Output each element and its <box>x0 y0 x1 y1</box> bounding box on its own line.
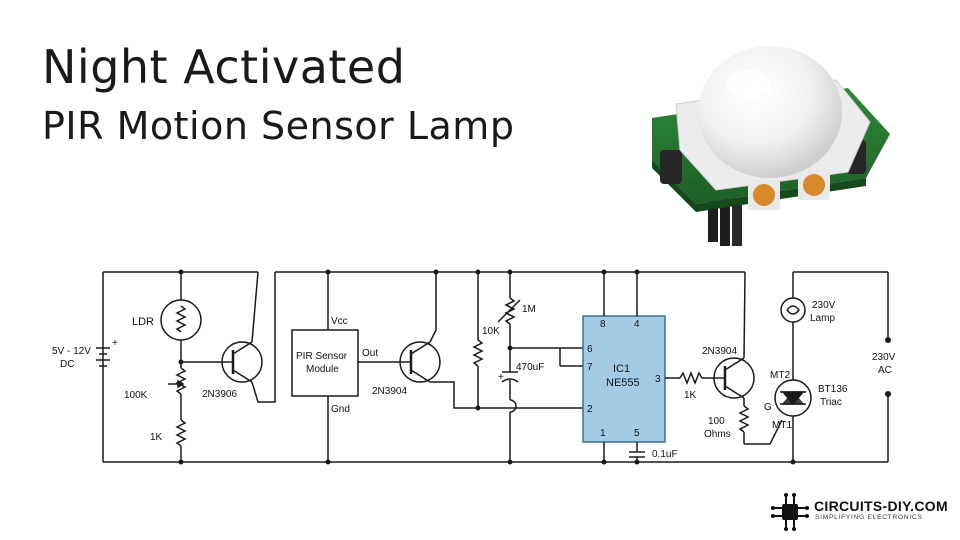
ic-pin1-label: 1 <box>600 428 606 439</box>
page-title-line1: Night Activated <box>42 40 406 94</box>
ic-pin4-label: 4 <box>634 319 640 330</box>
resistor-1k-right-label: 1K <box>684 390 697 401</box>
ic-pin2-label: 2 <box>587 404 593 415</box>
cap-plus-label: + <box>498 372 504 383</box>
q3-label: 2N3904 <box>702 346 737 357</box>
pir-module-label-2: Module <box>306 364 339 375</box>
ic-pin3-label: 3 <box>655 374 661 385</box>
triac-gate-label: G <box>764 402 772 413</box>
triac-mt1-label: MT1 <box>772 420 792 431</box>
triac-label-2: Triac <box>820 397 842 408</box>
pir-module-label-1: PIR Sensor <box>296 351 348 362</box>
circuits-diy-logo[interactable]: CIRCUITS-DIY.COM SIMPLIFYING ELECTRONICS <box>770 492 950 532</box>
pot-1m-label: 1M <box>522 304 536 315</box>
pir-vcc-label: Vcc <box>331 316 348 327</box>
cap-01uf-label: 0.1uF <box>652 449 678 460</box>
resistor-100-label-2: Ohms <box>704 429 731 440</box>
ic-pin8-label: 8 <box>600 319 606 330</box>
supply-type-label: DC <box>60 359 74 370</box>
ac-type-label: AC <box>878 365 892 376</box>
pir-gnd-label: Gnd <box>331 404 350 415</box>
ic-pin5-label: 5 <box>634 428 640 439</box>
logo-tagline: SIMPLIFYING ELECTRONICS <box>815 514 923 521</box>
supply-voltage-label: 5V - 12V <box>52 346 91 357</box>
ic-pin7-label: 7 <box>587 362 593 373</box>
resistor-1k-left-label: 1K <box>150 432 163 443</box>
q1-label: 2N3906 <box>202 389 237 400</box>
chip-icon <box>771 493 809 531</box>
resistor-10k-label: 10K <box>482 326 500 337</box>
ic-part-label: NE555 <box>606 377 640 389</box>
ic-pin6-label: 6 <box>587 344 593 355</box>
triac-label-1: BT136 <box>818 384 848 395</box>
ic-name-label: IC1 <box>613 363 630 375</box>
logo-text: CIRCUITS-DIY.COM <box>814 498 948 514</box>
ldr-label: LDR <box>132 316 154 328</box>
resistor-100-label-1: 100 <box>708 416 725 427</box>
triac-mt2-label: MT2 <box>770 370 790 381</box>
lamp-label-1: 230V <box>812 300 836 311</box>
ac-voltage-label: 230V <box>872 352 896 363</box>
battery-plus-label: + <box>112 338 118 349</box>
pot-100k-label: 100K <box>124 390 148 401</box>
q2-label: 2N3904 <box>372 386 407 397</box>
page-title-line2: PIR Motion Sensor Lamp <box>42 104 515 148</box>
pir-out-label: Out <box>362 348 378 359</box>
lamp-label-2: Lamp <box>810 313 835 324</box>
cap-470uf-label: 470uF <box>516 362 544 373</box>
